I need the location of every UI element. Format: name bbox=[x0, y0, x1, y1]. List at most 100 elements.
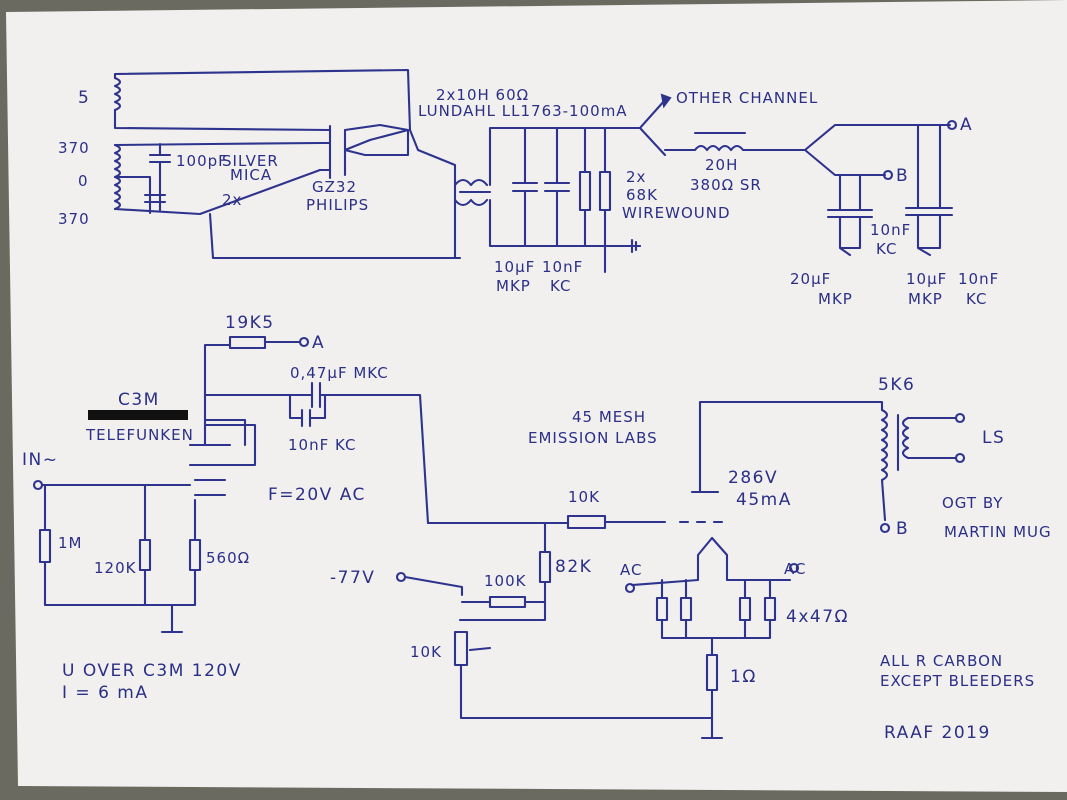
gz32-label: GZ32 bbox=[312, 178, 357, 196]
c5-value-label: 10μF bbox=[906, 270, 947, 288]
r-100k-label: 100K bbox=[484, 572, 527, 590]
filament-winding bbox=[113, 76, 122, 112]
tap-0-label: 0 bbox=[78, 172, 89, 190]
node-a-mid-terminal bbox=[298, 336, 310, 348]
r-19k5 bbox=[228, 335, 302, 350]
tap-5-label: 5 bbox=[78, 88, 90, 108]
ac-left-label: AC bbox=[620, 561, 642, 579]
cap-100pf-label: 100pF bbox=[176, 152, 228, 170]
gz32-tube bbox=[318, 123, 410, 180]
bias-voltage-label: -77V bbox=[330, 568, 375, 588]
coupling-caps bbox=[288, 381, 430, 525]
r-1m-label: 1M bbox=[58, 534, 83, 552]
ls-plus-terminal bbox=[954, 412, 966, 424]
c1-type-label: MKP bbox=[496, 277, 531, 295]
plate-current-label: 45mA bbox=[736, 490, 792, 510]
filament-wire bbox=[113, 68, 412, 132]
bleeder-68k-label: 68K bbox=[626, 186, 658, 204]
filament-label: F=20V AC bbox=[268, 485, 366, 505]
silver-label: SILVER bbox=[222, 152, 279, 170]
output-transformer bbox=[880, 408, 957, 522]
times-2-label: 2x bbox=[222, 191, 242, 209]
u-c3m-label: U OVER C3M 120V bbox=[62, 661, 242, 681]
pot-10k-label: 10K bbox=[410, 643, 442, 661]
tap-370-bot-label: 370 bbox=[58, 210, 90, 228]
cap-100pf bbox=[143, 142, 172, 212]
bias-terminal bbox=[395, 571, 407, 583]
censor-mark bbox=[88, 410, 188, 420]
c5-type-label: MKP bbox=[908, 290, 943, 308]
choke-20h-label: 20H bbox=[705, 156, 738, 174]
c3-value-label: 20μF bbox=[790, 270, 831, 288]
input-wiring bbox=[38, 483, 202, 634]
r-10k-grid-label: 10K bbox=[568, 488, 600, 506]
amplifier-section bbox=[32, 335, 966, 740]
cap-10nf-kc-label: 10nF KC bbox=[288, 436, 356, 454]
node-a-mid-label: A bbox=[312, 333, 325, 353]
plate-voltage-label: 286V bbox=[728, 468, 778, 488]
philips-label: PHILIPS bbox=[306, 196, 369, 214]
other-channel-arrow bbox=[660, 93, 672, 109]
emission-labs-label: EMISSION LABS bbox=[528, 429, 658, 447]
node-a-caps bbox=[904, 123, 954, 257]
c4-value-label: 10nF bbox=[870, 221, 911, 239]
wirewound-label: WIREWOUND bbox=[622, 204, 731, 222]
ls-minus-terminal bbox=[954, 452, 966, 464]
c3m-tube bbox=[188, 343, 292, 497]
rectifier-output bbox=[408, 128, 457, 260]
telefunken-label: TELEFUNKEN bbox=[85, 426, 194, 444]
ogt-label: OGT BY bbox=[942, 494, 1003, 512]
except-bleeders-label: EXCEPT BLEEDERS bbox=[880, 672, 1035, 690]
i-c3m-label: I = 6 mA bbox=[62, 683, 148, 703]
hv-wires bbox=[113, 141, 462, 260]
node-b-top-label: B bbox=[896, 166, 909, 186]
node-b-terminal bbox=[882, 169, 894, 181]
c6-type-label: KC bbox=[966, 290, 988, 308]
bleeder-2x-label: 2x bbox=[626, 168, 646, 186]
r-560-label: 560Ω bbox=[206, 549, 250, 567]
c3m-label: C3M bbox=[118, 390, 160, 410]
output-tube bbox=[630, 400, 884, 587]
ac-left-terminal bbox=[624, 582, 636, 594]
c2-value-label: 10nF bbox=[542, 258, 583, 276]
ot-ratio-label: 5K6 bbox=[878, 375, 915, 395]
node-a-top-label: A bbox=[960, 115, 973, 135]
all-r-carbon-label: ALL R CARBON bbox=[880, 652, 1003, 670]
mica-label: MICA bbox=[230, 166, 272, 184]
c6-value-label: 10nF bbox=[958, 270, 999, 288]
node-b-ot-label: B bbox=[896, 519, 909, 539]
other-channel-label: OTHER CHANNEL bbox=[676, 89, 818, 107]
node-a-terminal bbox=[946, 119, 958, 131]
labels: 5 370 0 370 100pF SILVER MICA 2x GZ32 PH… bbox=[22, 86, 1052, 743]
r-1ohm-label: 1Ω bbox=[730, 667, 757, 687]
input-label: IN~ bbox=[22, 450, 58, 470]
c1-value-label: 10μF bbox=[494, 258, 535, 276]
c4-type-label: KC bbox=[876, 240, 898, 258]
grid-network bbox=[403, 514, 714, 740]
power-supply-section bbox=[113, 68, 958, 274]
r-19k5-label: 19K5 bbox=[225, 313, 275, 333]
signature-label: RAAF 2019 bbox=[884, 723, 991, 743]
tap-370-top-label: 370 bbox=[58, 139, 90, 157]
lundahl-choke bbox=[453, 98, 667, 248]
c3-type-label: MKP bbox=[818, 290, 853, 308]
node-b-caps bbox=[826, 173, 874, 257]
ac-right-terminal bbox=[788, 562, 800, 574]
node-b-ot-terminal bbox=[879, 522, 891, 534]
mesh-label: 45 MESH bbox=[572, 408, 646, 426]
c2-type-label: KC bbox=[550, 277, 572, 295]
r-120k-label: 120K bbox=[94, 559, 137, 577]
paper-background bbox=[6, 0, 1067, 792]
ls-label: LS bbox=[982, 428, 1005, 448]
choke-20h-spec-label: 380Ω SR bbox=[690, 176, 762, 194]
r-4x47-label: 4x47Ω bbox=[786, 607, 849, 627]
filter-caps bbox=[511, 126, 642, 274]
r-82k-label: 82K bbox=[555, 557, 592, 577]
choke-20h bbox=[663, 123, 952, 177]
cap-047-label: 0,47μF MKC bbox=[290, 364, 389, 382]
choke-spec-label: 2x10H 60Ω bbox=[436, 86, 529, 104]
choke-part-label: LUNDAHL LL1763-100mA bbox=[418, 102, 628, 120]
ac-right-label: AC bbox=[784, 560, 806, 578]
martin-label: MARTIN MUG bbox=[944, 523, 1052, 541]
